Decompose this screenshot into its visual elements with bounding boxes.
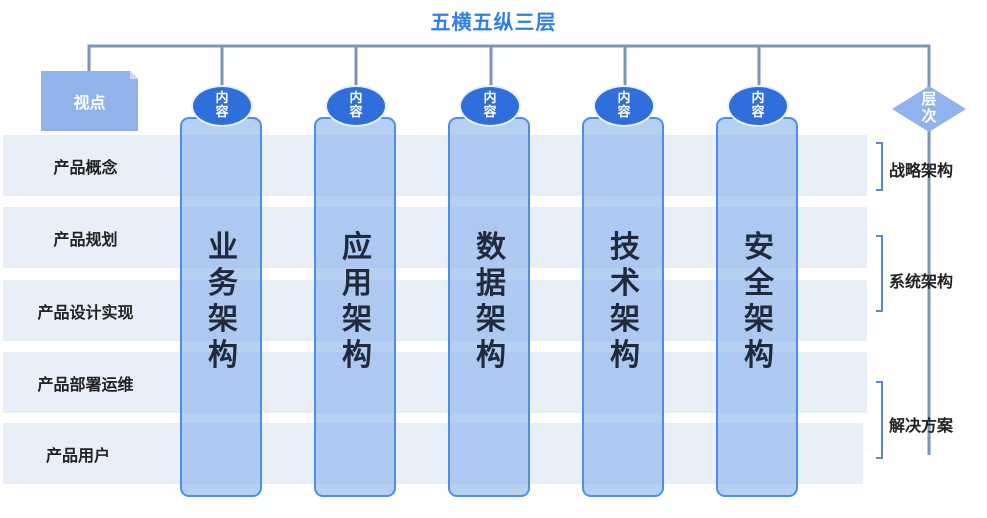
column-char: 构 (610, 338, 640, 373)
column-char: 务 (208, 266, 238, 301)
layer-label-system: 系统架构 (889, 272, 954, 291)
level-badge-label: 层次 (921, 90, 937, 125)
column-char: 数 (476, 230, 506, 265)
column-char: 用 (342, 266, 372, 301)
column-technology (582, 117, 664, 497)
badge-text: 内容 (617, 91, 631, 120)
row-label: 产品用户 (45, 445, 110, 465)
column-char: 架 (476, 302, 506, 337)
column-char: 据 (476, 266, 506, 301)
column-char: 构 (744, 338, 774, 373)
column-char: 安 (744, 230, 774, 265)
diagram-title: 五横五纵三层 (430, 10, 557, 34)
row-label: 产品规划 (53, 229, 118, 249)
content-badge: 内容 (593, 85, 655, 127)
column-char: 技 (610, 230, 640, 265)
column-data (448, 117, 530, 497)
column-char: 构 (342, 338, 372, 373)
column-label-data: 数据架构 (450, 230, 532, 374)
column-char: 架 (208, 302, 238, 337)
column-label-application: 应用架构 (316, 230, 398, 374)
layer-label-strategy: 战略架构 (889, 161, 954, 180)
column-security (716, 117, 798, 497)
column-char: 术 (610, 266, 640, 301)
layer-label-solution: 解决方案 (889, 416, 954, 435)
column-char: 构 (208, 338, 238, 373)
column-label-business: 业务架构 (182, 230, 264, 374)
column-char: 架 (744, 302, 774, 337)
column-application (314, 117, 396, 497)
column-label-security: 安全架构 (718, 230, 800, 374)
column-char: 架 (610, 302, 640, 337)
badge-text: 内容 (349, 91, 363, 120)
column-char: 架 (342, 302, 372, 337)
content-badge: 内容 (191, 85, 253, 127)
row-label: 产品概念 (53, 157, 118, 177)
badge-text: 内容 (483, 91, 497, 120)
column-char: 构 (476, 338, 506, 373)
content-badge: 内容 (325, 85, 387, 127)
badge-text: 内容 (751, 91, 765, 120)
content-badge: 内容 (727, 85, 789, 127)
viewpoint-label: 视点 (73, 93, 106, 112)
badge-text: 内容 (215, 91, 229, 120)
column-char: 应 (342, 230, 372, 265)
level-badge-text: 层次 (897, 86, 961, 130)
row-label: 产品部署运维 (37, 374, 134, 394)
content-badge: 内容 (459, 85, 521, 127)
column-label-technology: 技术架构 (584, 230, 666, 374)
column-business (180, 117, 262, 497)
column-char: 业 (208, 230, 238, 265)
row-label: 产品设计实现 (37, 302, 134, 322)
column-char: 全 (744, 266, 774, 301)
